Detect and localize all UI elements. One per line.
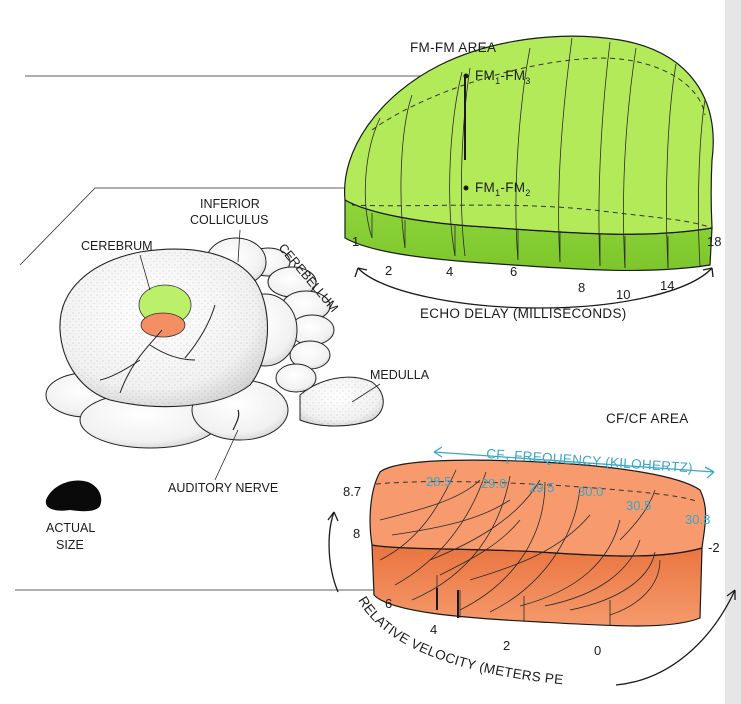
- velocity-tick: 4: [430, 622, 437, 637]
- freq-tick: 29.5: [529, 480, 554, 495]
- fm-fm-area-block: [345, 36, 714, 270]
- medulla-label: MEDULLA: [370, 368, 430, 382]
- cf-left-arrow: [329, 512, 338, 592]
- delay-tick: 4: [446, 264, 453, 279]
- echo-delay-axis-arrow: [358, 268, 712, 308]
- freq-tick: 30.0: [578, 484, 603, 499]
- cf-area-top: [370, 460, 706, 556]
- delay-tick: 8: [578, 280, 585, 295]
- cerebrum-label: CEREBRUM: [81, 239, 153, 253]
- velocity-tick: 6: [385, 596, 392, 611]
- auditory-nerve-label: AUDITORY NERVE: [168, 481, 278, 495]
- delay-tick: 6: [510, 264, 517, 279]
- cf-area-on-brain: [141, 313, 185, 337]
- bat-brain-illustration: [46, 238, 383, 448]
- inferior-colliculus-label-2: COLLICULUS: [190, 213, 269, 227]
- cf-left-tick-8: 8: [353, 526, 360, 541]
- actual-size-line1: ACTUAL: [46, 521, 95, 535]
- actual-size-line2: SIZE: [56, 538, 84, 552]
- echo-delay-axis-label: ECHO DELAY (MILLISECONDS): [420, 306, 627, 321]
- cf-left-tick-8-7: 8.7: [343, 484, 361, 499]
- velocity-tick: 2: [503, 638, 510, 653]
- freq-tick: 28.5: [426, 474, 451, 489]
- fm-area-top: [345, 36, 714, 234]
- freq-tick: 29.0: [481, 476, 506, 491]
- delay-tick: 2: [385, 263, 392, 278]
- actual-size-brain-silhouette: [46, 481, 101, 512]
- delay-tick: 18: [707, 234, 721, 249]
- page-edge-shadow: [725, 0, 741, 704]
- delay-tick: 1: [352, 234, 359, 249]
- freq-tick: 30.5: [626, 498, 651, 513]
- velocity-tick: 0: [594, 643, 601, 658]
- cf-area-title: CF/CF AREA: [606, 411, 689, 426]
- inferior-colliculus-label-1: INFERIOR: [200, 197, 260, 211]
- freq-tick: 30.8: [685, 512, 710, 527]
- cf-right-tick: -2: [708, 540, 720, 555]
- fm-area-title: FM-FM AREA: [410, 40, 496, 55]
- delay-tick: 10: [616, 287, 630, 302]
